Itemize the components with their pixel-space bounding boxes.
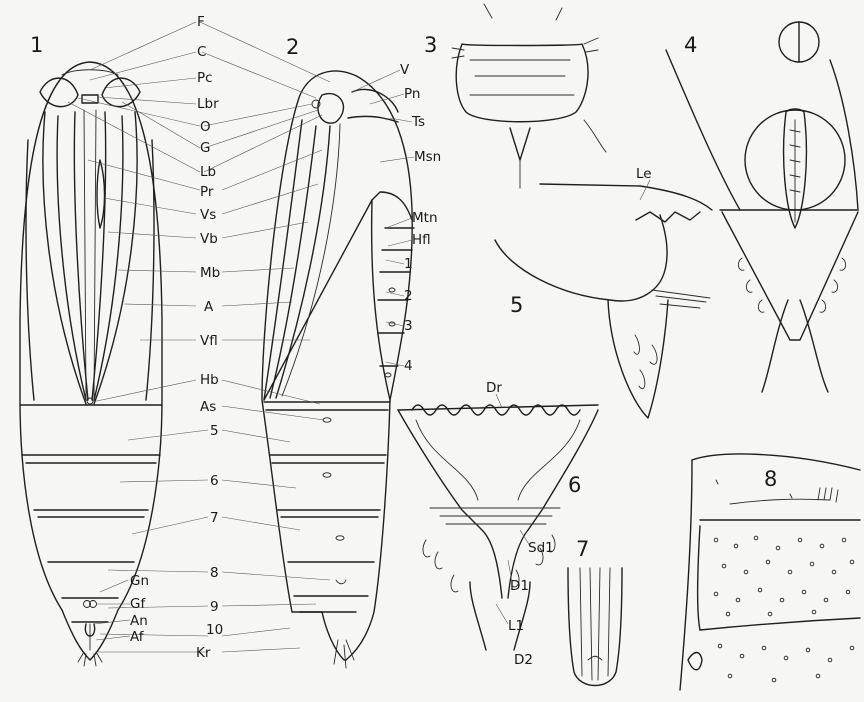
label-Vfl: Vfl: [200, 333, 218, 349]
label-Sd1: Sd1: [528, 540, 554, 556]
figure-3-head-detail: [452, 4, 606, 188]
label-segment-10: 10: [206, 622, 223, 638]
figure-number-6: 6: [568, 473, 581, 497]
label-Vb: Vb: [200, 231, 218, 247]
label-G: G: [200, 140, 210, 156]
label-segment-4: 4: [404, 358, 413, 374]
label-D1: D1: [510, 578, 529, 594]
label-Kr: Kr: [196, 645, 211, 661]
label-Hfl: Hfl: [412, 232, 431, 248]
figure-number-8: 8: [764, 467, 777, 491]
label-segment-9: 9: [210, 599, 219, 615]
label-Msn: Msn: [414, 149, 441, 165]
label-As: As: [200, 399, 216, 415]
label-Lb: Lb: [200, 164, 216, 180]
figure-number-5: 5: [510, 293, 523, 317]
label-Mb: Mb: [200, 265, 220, 281]
label-D2: D2: [514, 652, 533, 668]
label-V: V: [400, 62, 410, 78]
figure-4-caudal-detail: [666, 22, 858, 392]
label-O: O: [200, 119, 211, 135]
label-L1: L1: [508, 618, 524, 634]
label-Gn: Gn: [130, 573, 149, 589]
label-segment-1: 1: [404, 256, 413, 272]
label-segment-6: 6: [210, 473, 219, 489]
label-Mtn: Mtn: [412, 210, 438, 226]
label-Gf: Gf: [130, 596, 146, 612]
figure-number-2: 2: [286, 35, 299, 59]
label-segment-2: 2: [404, 288, 413, 304]
label-Ts: Ts: [411, 114, 425, 130]
figure-number-7: 7: [576, 537, 589, 561]
label-Pr: Pr: [200, 184, 214, 200]
label-Vs: Vs: [200, 207, 216, 223]
label-Le: Le: [636, 166, 652, 182]
label-Pn: Pn: [404, 86, 420, 102]
label-segment-3: 3: [404, 318, 413, 334]
figure-7-sheath-tips: [568, 568, 622, 686]
figure-number-1: 1: [30, 33, 43, 57]
punctures: [714, 536, 854, 682]
label-segment-8: 8: [210, 565, 219, 581]
label-segment-7: 7: [210, 510, 219, 526]
label-Hb: Hb: [200, 372, 219, 388]
label-Lbr: Lbr: [197, 96, 219, 112]
label-F: F: [197, 14, 205, 30]
label-Af: Af: [130, 629, 145, 645]
label-segment-5: 5: [210, 423, 219, 439]
label-Pc: Pc: [197, 70, 213, 86]
label-An: An: [130, 613, 148, 629]
label-Dr: Dr: [486, 380, 502, 396]
figure-5-lateral-detail: [495, 184, 712, 418]
figure-number-4: 4: [684, 33, 697, 57]
label-C: C: [197, 44, 206, 60]
figure-6-abdominal-apex: [398, 405, 598, 650]
label-A: A: [204, 299, 214, 315]
figure-number-3: 3: [424, 33, 437, 57]
